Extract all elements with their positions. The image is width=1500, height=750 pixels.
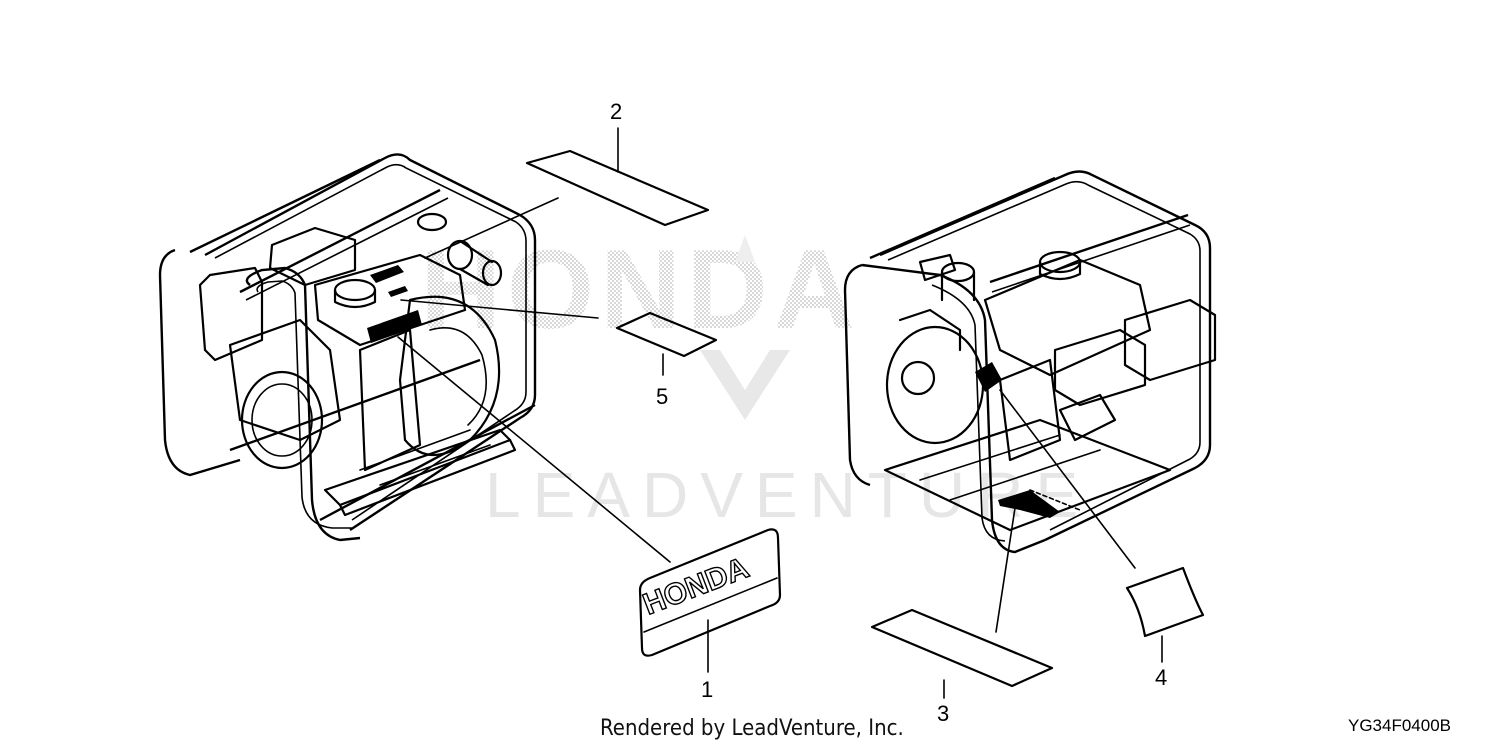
watermark-leadventure-text: LEADVENTURE xyxy=(485,459,1090,531)
drawing-code: YG34F0400B xyxy=(1348,716,1452,735)
part-3-label-strip xyxy=(870,608,1054,688)
watermark-flame-mark xyxy=(735,235,755,262)
part-1-honda-emblem: HONDA xyxy=(638,528,782,657)
callout-5: 5 xyxy=(656,384,668,409)
callout-1: 1 xyxy=(701,677,713,702)
part-5-label-plate xyxy=(615,311,718,358)
right-water-pump xyxy=(843,170,1217,554)
rendered-by-credit: Rendered by LeadVenture, Inc. xyxy=(600,716,904,741)
callout-2: 2 xyxy=(610,99,622,124)
part-4-label-tag xyxy=(1125,566,1205,638)
callout-4: 4 xyxy=(1155,665,1167,690)
callout-3: 3 xyxy=(937,701,949,726)
watermark-honda-logo: HONDA xyxy=(420,227,861,420)
left-water-pump xyxy=(158,153,537,542)
watermark-brand-text: HONDA xyxy=(420,227,861,352)
part-2-label-strip xyxy=(525,149,710,227)
watermark-v-mark xyxy=(700,350,790,420)
leader-lines xyxy=(397,127,1163,699)
